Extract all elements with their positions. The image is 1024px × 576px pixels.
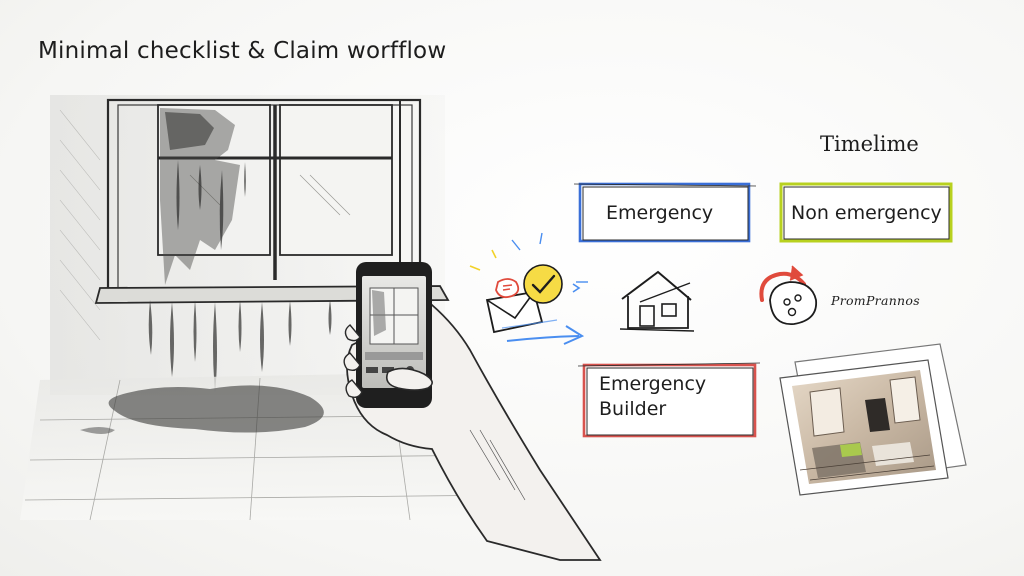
- non-emergency-card[interactable]: [779, 182, 953, 243]
- emergency-builder-card-label: Emergency Builder: [599, 373, 707, 420]
- envelope-checkmark-icon: [469, 232, 588, 334]
- house-icon: [619, 270, 695, 332]
- emergency-card[interactable]: [573, 182, 757, 243]
- phone-in-hand: [343, 262, 602, 561]
- emergency-card-label: Emergency: [606, 202, 714, 224]
- damaged-room-photo: [779, 343, 967, 496]
- non-emergency-card-label: Non emergency: [791, 202, 942, 224]
- prompt-label: PromPrannos: [831, 293, 920, 308]
- timeline-label: Timelime: [820, 132, 919, 156]
- blue-arrow-icon: [501, 283, 585, 345]
- page-title: Minimal checklist & Claim worfflow: [38, 38, 447, 64]
- emergency-builder-card[interactable]: [577, 362, 761, 438]
- damaged-window-sketch: [20, 95, 520, 521]
- rotate-clock-icon: [759, 265, 817, 325]
